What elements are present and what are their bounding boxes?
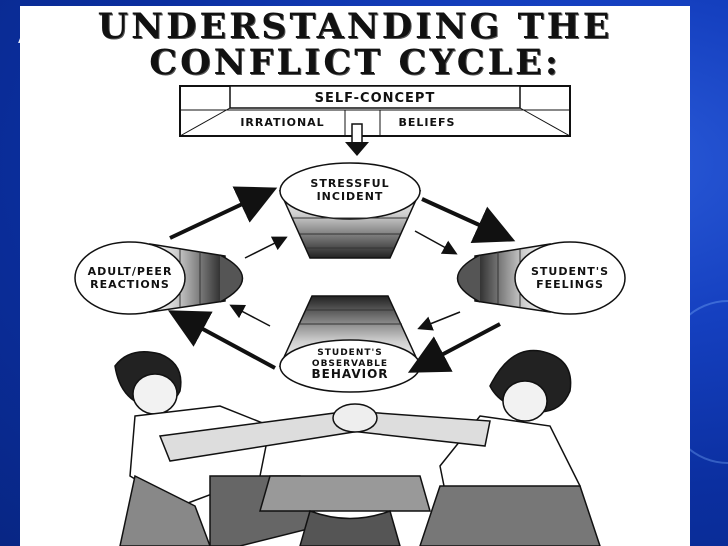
students-feelings-label: STUDENT'S FEELINGS: [530, 265, 609, 291]
adult-peer-reactions-cone: [74, 241, 244, 315]
self-concept-label: SELF-CONCEPT: [314, 91, 436, 106]
arrow-small-2: [417, 311, 461, 331]
self-concept-box: [179, 85, 571, 137]
beliefs-label: BELIEFS: [398, 116, 456, 129]
scanned-page: UNDERSTANDING THE CONFLICT CYCLE:: [20, 6, 690, 546]
down-arrow-icon: [345, 123, 369, 156]
fighting-figures-illustration: [114, 349, 601, 546]
arrow-small-4: [244, 236, 288, 259]
arrow-incident-to-feelings: [421, 197, 516, 243]
arrow-feelings-to-behavior: [407, 322, 501, 373]
arrow-small-1: [414, 230, 458, 255]
title-line-2: CONFLICT CYCLE:: [149, 42, 561, 83]
arrow-behavior-to-reactions: [167, 310, 276, 370]
arrow-reactions-to-incident: [169, 186, 278, 240]
stressful-incident-label: STRESSFUL INCIDENT: [310, 177, 390, 203]
title-line-1: UNDERSTANDING THE: [97, 6, 613, 47]
cycle-arrows: [167, 186, 516, 373]
stressful-incident-cone: [278, 162, 422, 259]
students-behavior-label-1: STUDENT'S OBSERVABLE: [311, 348, 389, 369]
students-feelings-cone: [456, 241, 626, 315]
students-behavior-label-2: BEHAVIOR: [311, 367, 389, 381]
adult-peer-reactions-label: ADULT/PEER REACTIONS: [87, 265, 173, 291]
conflict-cycle-diagram: [74, 85, 626, 546]
arrow-small-3: [229, 304, 271, 327]
irrational-label: IRRATIONAL: [240, 116, 325, 129]
